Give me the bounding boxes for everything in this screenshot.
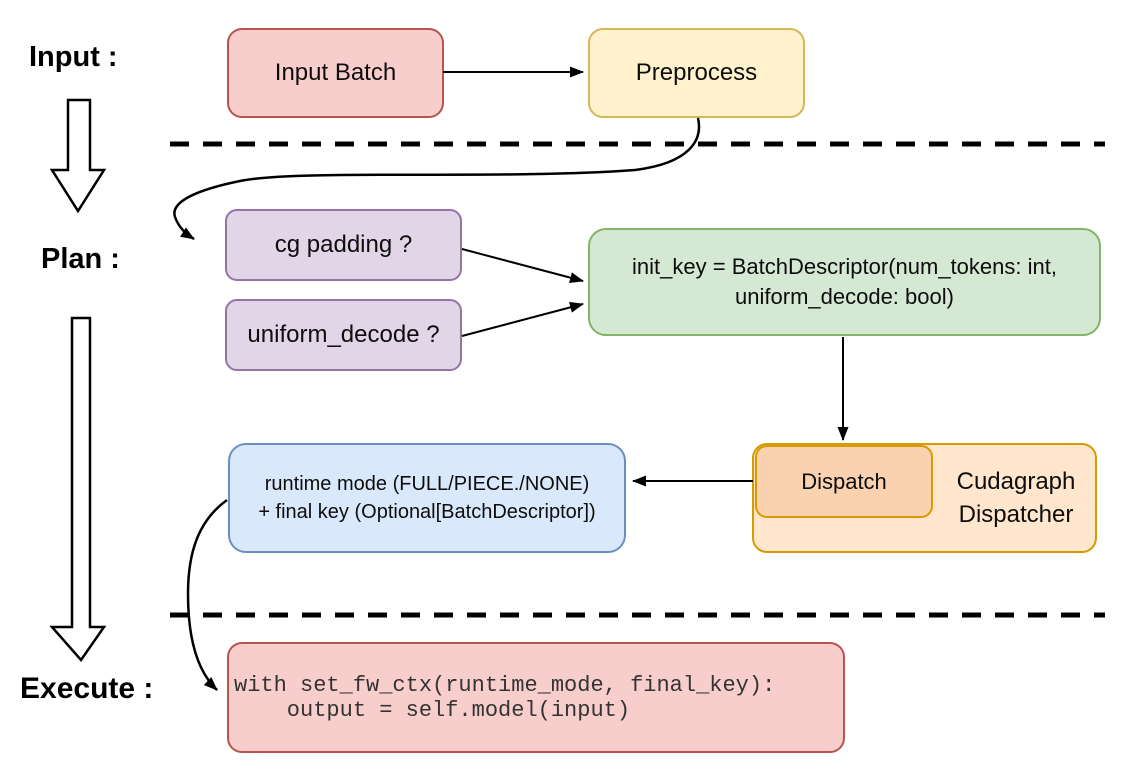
cudagraph-line2: Dispatcher xyxy=(958,501,1074,528)
node-cg-padding: cg padding ? xyxy=(225,209,462,281)
node-init-key-line1: init_key = BatchDescriptor(num_tokens: i… xyxy=(632,254,1057,279)
node-execute-code: with set_fw_ctx(runtime_mode, final_key)… xyxy=(227,642,845,753)
arrow-cg-padding-to-init-key xyxy=(461,248,584,283)
execute-code-line1: with set_fw_ctx(runtime_mode, final_key)… xyxy=(234,672,776,698)
execute-code-line2: output = self.model(input) xyxy=(234,697,631,723)
section-label-execute: Execute : xyxy=(20,672,154,705)
flow-arrow-plan-to-execute-icon xyxy=(49,316,107,663)
node-runtime-mode: runtime mode (FULL/PIECE./NONE) + final … xyxy=(228,443,626,553)
node-preprocess-label: Preprocess xyxy=(635,59,758,86)
section-label-input: Input : xyxy=(29,41,118,73)
node-uniform-decode-label: uniform_decode ? xyxy=(247,321,440,348)
node-cg-padding-label: cg padding ? xyxy=(274,231,413,258)
section-label-plan: Plan : xyxy=(41,243,120,275)
node-cudagraph-dispatcher-label: Cudagraph Dispatcher xyxy=(933,443,1099,553)
node-uniform-decode: uniform_decode ? xyxy=(225,299,462,371)
cudagraph-line1: Cudagraph xyxy=(956,468,1076,495)
node-dispatch: Dispatch xyxy=(755,445,933,518)
node-init-key: init_key = BatchDescriptor(num_tokens: i… xyxy=(588,228,1101,336)
node-preprocess: Preprocess xyxy=(588,28,805,118)
node-input-batch-label: Input Batch xyxy=(274,59,397,86)
node-dispatch-label: Dispatch xyxy=(801,468,887,494)
node-input-batch: Input Batch xyxy=(227,28,444,118)
flow-arrow-input-to-plan-icon xyxy=(49,98,107,214)
arrow-runtime-mode-to-execute-code xyxy=(186,498,228,691)
node-init-key-line2: uniform_decode: bool) xyxy=(735,284,954,309)
arrow-uniform-decode-to-init-key xyxy=(461,302,584,337)
node-runtime-mode-line1: runtime mode (FULL/PIECE./NONE) xyxy=(264,473,590,495)
node-runtime-mode-line2: + final key (Optional[BatchDescriptor]) xyxy=(258,501,596,523)
